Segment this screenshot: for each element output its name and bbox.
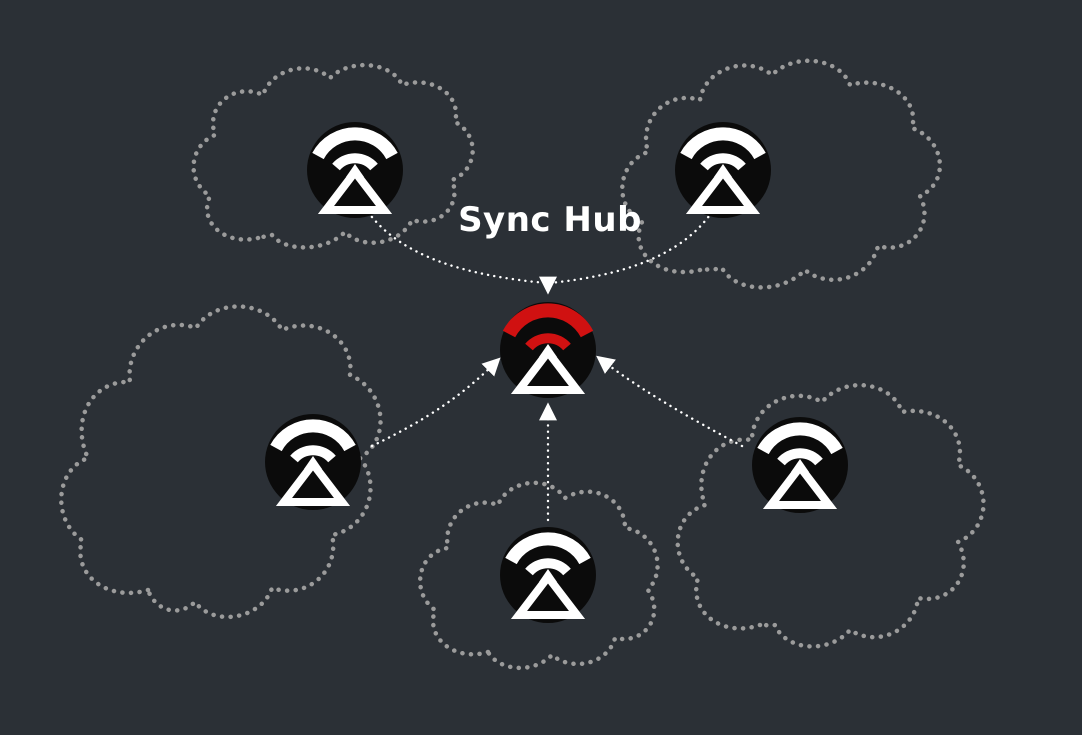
node-bottom xyxy=(498,525,598,625)
signal-beacon-icon xyxy=(500,527,596,623)
arrow-top-right-to-hub xyxy=(548,210,714,285)
node-top-right xyxy=(673,120,773,220)
arrow-mid-left-to-hub xyxy=(370,357,501,448)
cloud-top-right xyxy=(620,58,943,290)
signal-beacon-icon xyxy=(675,122,771,218)
node-mid-left xyxy=(263,412,363,512)
signal-beacon-icon-red xyxy=(500,302,596,398)
signal-beacon-icon xyxy=(265,414,361,510)
cloud-bottom xyxy=(418,480,660,671)
node-top-left xyxy=(305,120,405,220)
node-mid-right xyxy=(750,415,850,515)
hub-title: Sync Hub xyxy=(458,200,642,240)
arrow-mid-right-to-hub xyxy=(596,355,744,448)
cloud-top-left xyxy=(191,62,475,250)
signal-beacon-icon xyxy=(752,417,848,513)
signal-beacon-icon xyxy=(307,122,403,218)
arrow-top-left-to-hub xyxy=(366,210,548,285)
sync-hub-node xyxy=(498,300,598,400)
cloud-mid-left xyxy=(59,304,383,620)
